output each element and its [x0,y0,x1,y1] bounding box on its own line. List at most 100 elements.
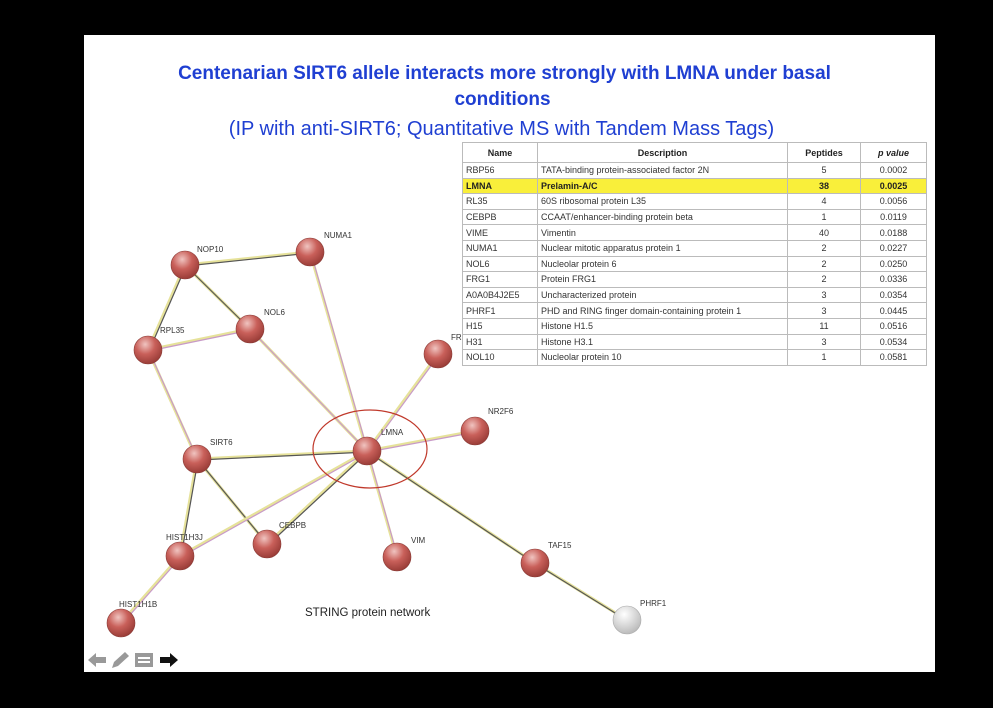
edge-line [367,354,440,453]
cell-peptides: 11 [787,317,861,335]
cell-description: Histone H1.5 [537,317,788,335]
node-hist1h3j[interactable] [165,541,195,571]
edge-line [180,451,369,558]
col-p-value: p value [860,142,927,163]
cell-p-value: 0.0250 [860,255,927,273]
cell-description: Nucleolar protein 10 [537,349,788,366]
cell-name: LMNA [462,177,538,195]
cell-description: PHD and RING finger domain-containing pr… [537,302,788,319]
cell-p-value: 0.0581 [860,349,927,366]
edge-line [250,329,369,453]
node-label: TAF15 [548,541,572,550]
node-cebpb[interactable] [252,529,282,559]
node-fr[interactable] [423,339,453,369]
edge-NOP10-NUMA1 [184,250,311,267]
cell-description: Protein FRG1 [537,271,788,288]
edge-NUMA1-LMNA [308,251,369,452]
node-taf15[interactable] [520,548,550,578]
edge-line [267,451,369,546]
edge-SIRT6-HIST1H3J [178,458,199,557]
node-sirt6[interactable] [182,444,212,474]
node-nol6[interactable] [235,314,265,344]
node-lmna[interactable] [352,436,382,466]
cell-peptides: 4 [787,193,861,210]
network-caption: STRING protein network [305,607,431,619]
pencil-icon[interactable] [110,651,130,669]
edge-line [197,451,369,461]
cell-name: RBP56 [462,162,538,179]
edge-SIRT6-LMNA [196,449,368,461]
node-rpl35[interactable] [133,335,163,365]
cell-description: TATA-binding protein-associated factor 2… [537,162,788,179]
node-vim[interactable] [382,542,412,572]
cell-name: NUMA1 [462,239,538,257]
edge-CEBPB-LMNA [265,449,369,546]
node-hist1h1b[interactable] [106,608,136,638]
cell-p-value: 0.0119 [860,208,927,226]
lmna-highlight-ring [312,409,428,489]
cell-peptides: 2 [787,255,861,273]
cell-description: Histone H3.1 [537,333,788,351]
edge-RPL35-NOL6 [147,327,251,352]
cell-p-value: 0.0025 [860,177,927,195]
cell-peptides: 40 [787,224,861,241]
edge-line [148,350,199,461]
arrow-right-icon[interactable] [159,651,179,669]
cell-name: CEBPB [462,208,538,226]
cell-description: CCAAT/enhancer-binding protein beta [537,208,788,226]
node-label: NOP10 [197,245,224,254]
node-label: CEBPB [279,521,306,530]
cell-p-value: 0.0188 [860,224,927,241]
edge-line [185,252,312,267]
cell-p-value: 0.0534 [860,333,927,351]
cell-description: 60S ribosomal protein L35 [537,193,788,210]
slide-title-line2: conditions [454,89,551,110]
edge-line [367,451,399,559]
cell-peptides: 3 [787,302,861,319]
node-label: RPL35 [160,326,185,335]
cell-p-value: 0.0002 [860,162,927,179]
node-label: LMNA [381,428,404,437]
node-label: HIST1H1B [119,600,157,609]
cell-description: Uncharacterized protein [537,286,788,304]
cell-description: Prelamin-A/C [537,177,788,195]
cell-p-value: 0.0516 [860,317,927,335]
cell-name: A0A0B4J2E5 [462,286,538,304]
cell-peptides: 1 [787,208,861,226]
cell-description: Nuclear mitotic apparatus protein 1 [537,239,788,257]
cell-peptides: 5 [787,162,861,179]
cell-name: H15 [462,317,538,335]
cell-p-value: 0.0227 [860,239,927,257]
node-numa1[interactable] [295,237,325,267]
edge-line [535,563,629,622]
edge-HIST1H3J-LMNA [179,449,368,558]
slide-title: Centenarian SIRT6 allele interacts more … [178,63,831,84]
node-phrf1[interactable] [612,605,642,635]
arrow-left-icon[interactable] [87,651,107,669]
cell-name: RL35 [462,193,538,210]
cell-peptides: 2 [787,271,861,288]
cell-p-value: 0.0354 [860,286,927,304]
cell-name: H31 [462,333,538,351]
cell-name: FRG1 [462,271,538,288]
edge-line [180,459,199,558]
node-label: SIRT6 [210,438,233,447]
node-nr2f6[interactable] [460,416,490,446]
edge-line [310,252,369,453]
node-nop10[interactable] [170,250,200,280]
notes-icon[interactable] [134,651,154,669]
edge-FR-LMNA [365,353,440,452]
edge-VIM-LMNA [365,450,399,558]
